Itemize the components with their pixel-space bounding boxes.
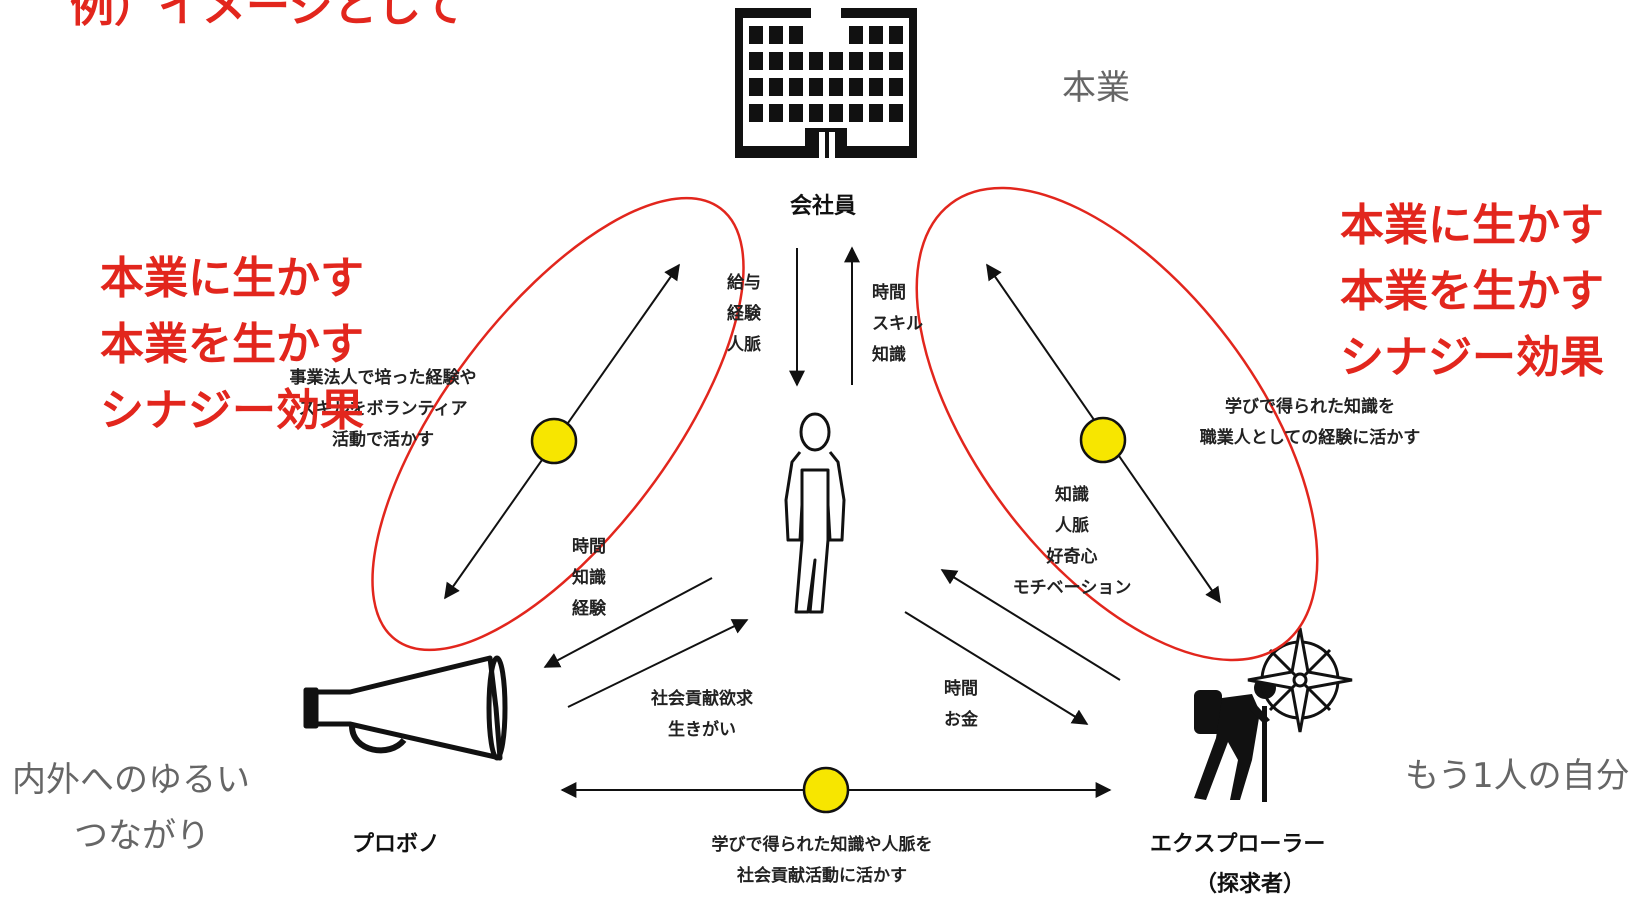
synergy-node-right: [1079, 416, 1127, 464]
synergy-text-left: 本業に生かす 本業を生かす シナジー効果: [100, 246, 364, 444]
flow-item: 生きがい: [668, 720, 736, 740]
synergy-note-left-line: 事業法人で培った経験や: [289, 368, 477, 388]
megaphone-icon: [303, 655, 508, 761]
flow-person-to-probono: 時間 知識 経験: [572, 532, 606, 625]
role-another-self: もう1人の自分: [1405, 756, 1630, 796]
flow-item: 経験: [727, 304, 761, 324]
flow-item: 時間: [872, 283, 906, 303]
flow-probono-to-person: 社会貢献欲求 生きがい: [622, 684, 782, 746]
synergy-note-bottom-line: 社会貢献活動に活かす: [737, 866, 907, 886]
synergy-node-bottom: [802, 766, 850, 814]
role-connections-line1: 内外へのゆるい: [12, 760, 250, 800]
synergy-note-right: 学びで得られた知識を 職業人としての経験に活かす: [1160, 392, 1460, 454]
flow-item: スキル: [872, 314, 923, 334]
synergy-text-right-line: 本業に生かす: [1340, 200, 1604, 251]
synergy-note-left-line: 活動で活かす: [332, 430, 434, 450]
flow-item: モチベーション: [1012, 578, 1132, 598]
synergy-text-left-line: シナジー効果: [100, 385, 364, 436]
flow-explorer-to-person: 知識 人脈 好奇心 モチベーション: [992, 480, 1152, 604]
role-main-job: 本業: [1062, 68, 1130, 108]
node-label-explorer: エクスプローラー: [1150, 832, 1326, 857]
role-connections-line2: つながり: [74, 816, 210, 856]
synergy-node-left: [530, 417, 578, 465]
flow-item: 知識: [1055, 485, 1089, 505]
heading-fragment: 例）イメージとして: [70, 0, 464, 32]
synergy-note-left: 事業法人で培った経験や スキルをボランティア 活動で活かす: [258, 363, 508, 456]
synergy-note-right-line: 職業人としての経験に活かす: [1199, 428, 1421, 448]
flow-item: 知識: [572, 568, 606, 588]
arrow-person-to-probono: [543, 577, 713, 668]
synergy-note-left-line: スキルをボランティア: [298, 399, 468, 419]
flow-item: 知識: [872, 345, 906, 365]
arrow-probono-to-person: [567, 619, 749, 708]
arrow-person-to-explorer: [904, 611, 1089, 725]
flow-item: 社会貢献欲求: [651, 689, 753, 709]
compass-icon: [1247, 627, 1353, 733]
synergy-text-right-line: シナジー効果: [1340, 332, 1604, 383]
flow-company-to-person: 給与 経験 人脈: [727, 268, 761, 361]
flow-person-to-explorer: 時間 お金: [944, 674, 978, 736]
arrow-explorer-to-person: [940, 569, 1121, 681]
synergy-text-left-line: 本業に生かす: [100, 253, 364, 304]
synergy-note-right-line: 学びで得られた知識を: [1225, 397, 1395, 417]
synergy-note-bottom: 学びで得られた知識や人脈を 社会貢献活動に活かす: [672, 830, 972, 892]
flow-item: 時間: [572, 537, 606, 557]
building-icon: [735, 8, 917, 158]
synergy-text-left-line: 本業を生かす: [100, 319, 364, 370]
flow-item: 時間: [944, 679, 978, 699]
flow-item: 人脈: [1055, 516, 1089, 536]
flow-item: 好奇心: [1046, 547, 1098, 567]
flow-item: 経験: [572, 599, 606, 619]
synergy-text-right: 本業に生かす 本業を生かす シナジー効果: [1340, 193, 1604, 391]
flow-person-to-company: 時間 スキル 知識: [872, 278, 923, 371]
flow-item: 給与: [727, 273, 761, 293]
node-label-probono: プロボノ: [352, 832, 441, 857]
hiker-icon: [1194, 677, 1276, 802]
person-icon: [784, 412, 846, 614]
synergy-note-bottom-line: 学びで得られた知識や人脈を: [711, 835, 933, 855]
node-label-employee: 会社員: [790, 194, 857, 219]
node-label-explorer-sub: （探求者）: [1195, 872, 1306, 897]
flow-item: 人脈: [727, 335, 761, 355]
flow-item: お金: [944, 710, 978, 730]
synergy-text-right-line: 本業を生かす: [1340, 266, 1604, 317]
